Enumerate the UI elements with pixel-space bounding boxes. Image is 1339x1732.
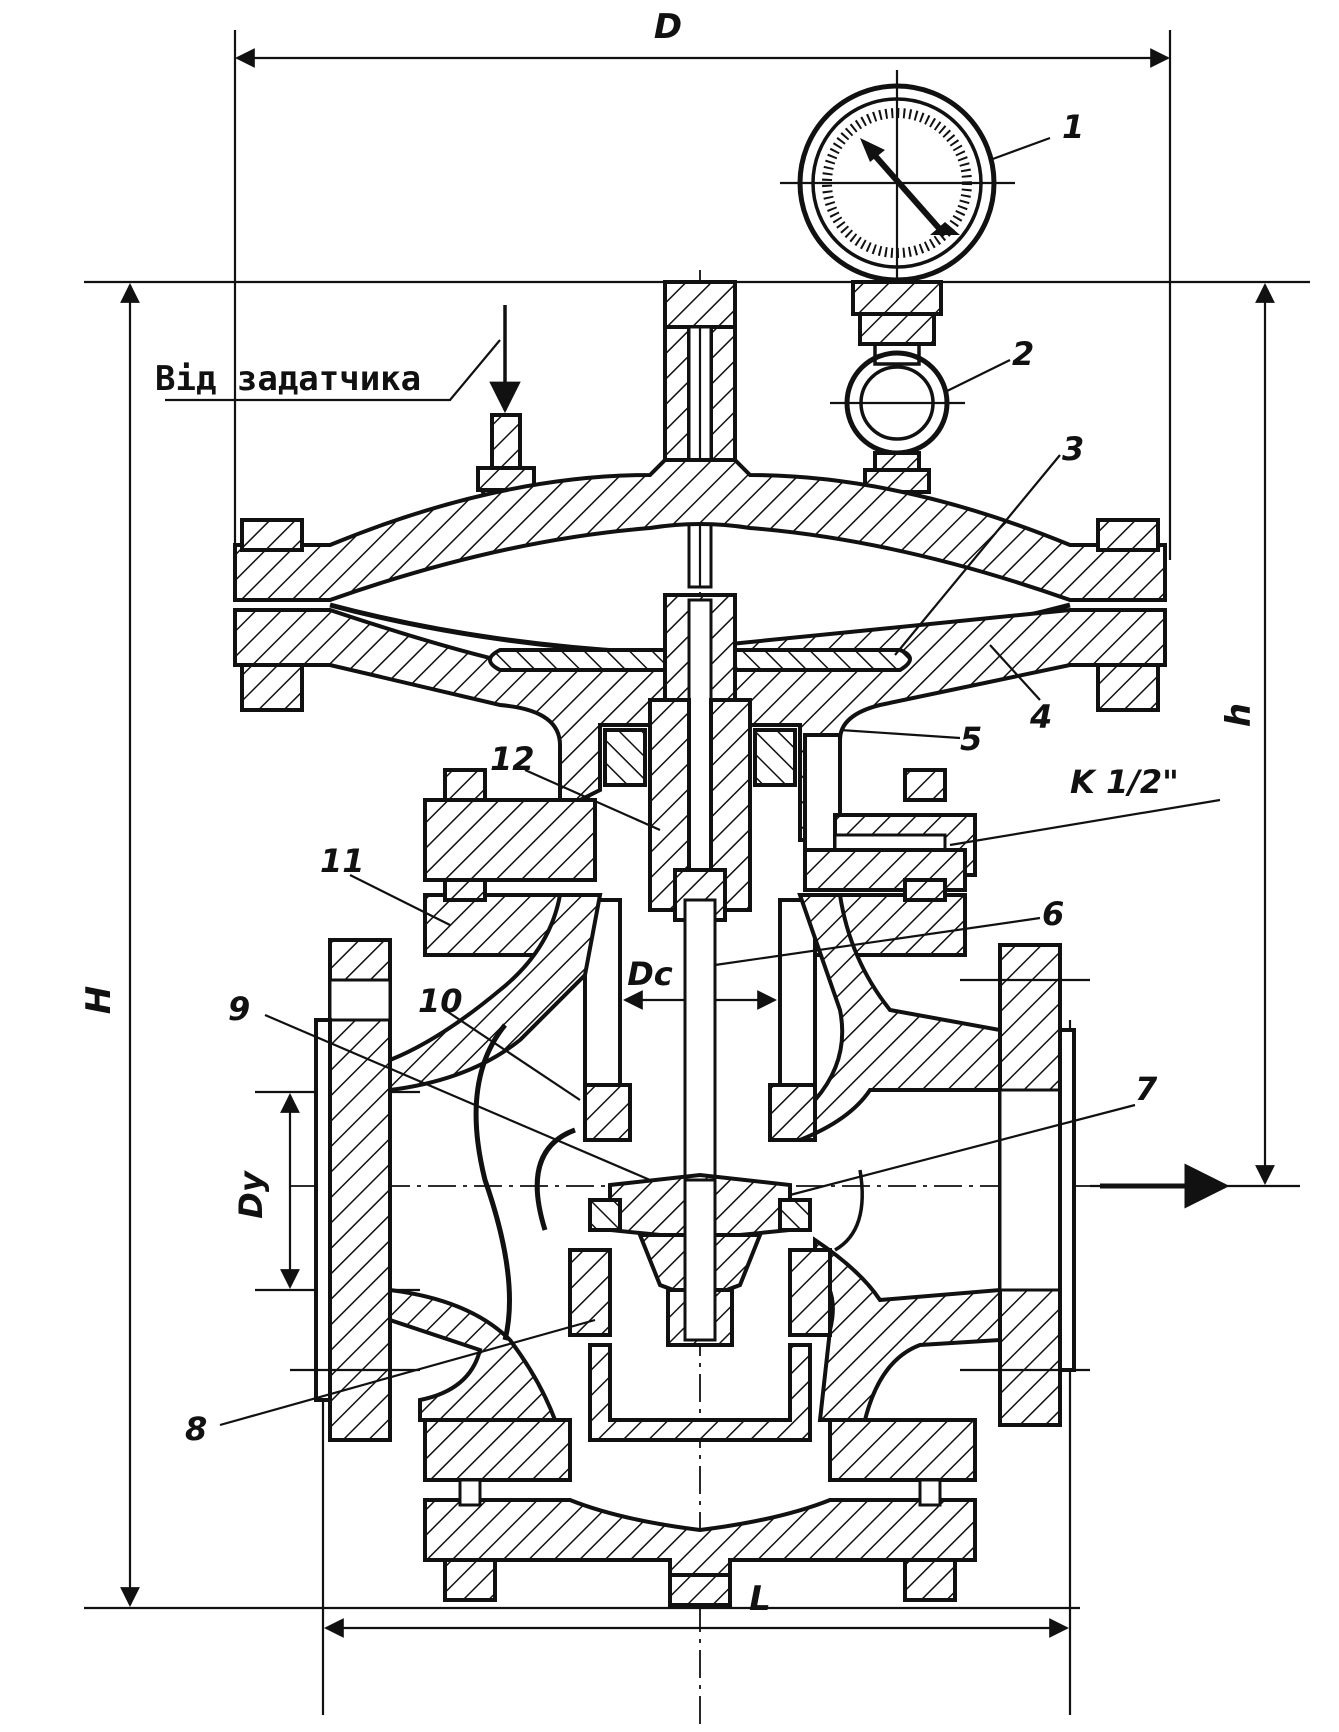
- label-D: D: [654, 7, 682, 47]
- part-label-4: 4: [1029, 698, 1052, 736]
- inlet-flange: [290, 938, 420, 1442]
- part-label-5: 5: [960, 720, 982, 758]
- inlet-leader: [165, 339, 501, 402]
- part-label-1: 1: [1062, 108, 1084, 146]
- pressure-gauge: [780, 70, 1015, 346]
- shutoff-cock: [830, 342, 965, 495]
- part-label-11: 11: [320, 842, 365, 880]
- gland-packing: [603, 698, 797, 922]
- valve-body: [388, 893, 1002, 1422]
- stem-guide-top: [663, 280, 737, 589]
- part-label-9: 9: [228, 990, 250, 1028]
- part-label-8: 8: [185, 1410, 207, 1448]
- valve-plug: [588, 1172, 812, 1347]
- part-label-12: 12: [490, 740, 535, 778]
- dimension-D: D: [233, 7, 1172, 560]
- bottom-cover: [423, 1418, 977, 1607]
- label-L: L: [749, 1579, 771, 1619]
- sleeve-cylinder: [583, 898, 817, 1182]
- part-label-3: 3: [1062, 430, 1084, 468]
- label-h: h: [1219, 703, 1259, 727]
- upper-cover: [233, 458, 1167, 602]
- part-label-2: 2: [1012, 335, 1034, 373]
- label-Dy: Dy: [232, 1170, 270, 1219]
- label-H: H: [79, 986, 119, 1014]
- diaphragm-plate: [488, 593, 912, 902]
- callout-leaders: [219, 136, 1136, 1427]
- part-label-10: 10: [418, 982, 463, 1020]
- outlet-flange: [960, 943, 1090, 1427]
- inlet-caption: Від задатчика: [155, 359, 421, 399]
- label-Dc: Dc: [627, 955, 673, 993]
- part-label-6: 6: [1042, 895, 1064, 933]
- port-label: K 1/2": [1070, 763, 1179, 801]
- part-label-7: 7: [1135, 1070, 1158, 1108]
- valve-seat: [568, 1248, 832, 1442]
- dimension-h: h: [1090, 283, 1300, 1188]
